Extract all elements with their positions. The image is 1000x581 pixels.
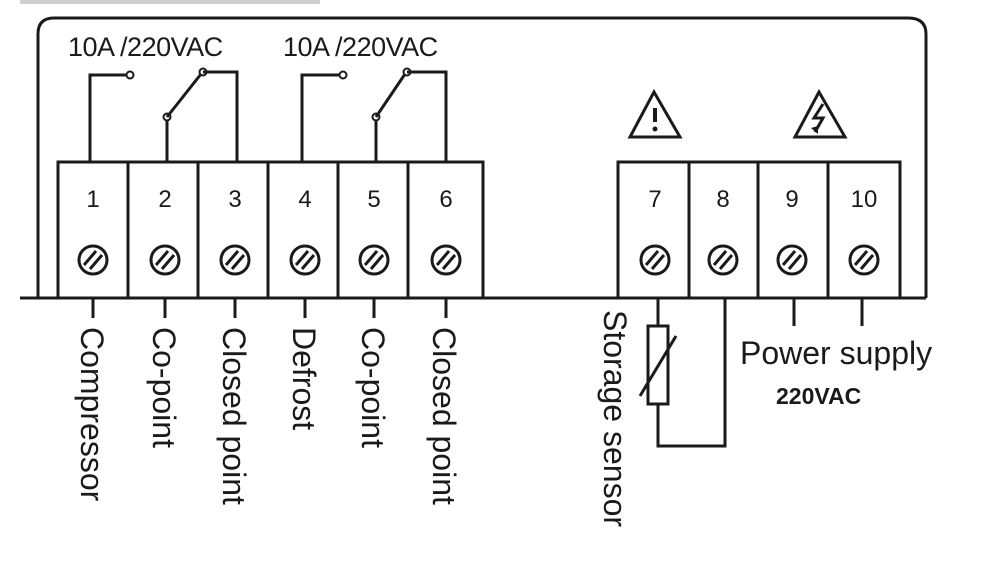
terminal-screw-5-icon — [358, 244, 390, 276]
terminal-number-10: 10 — [851, 186, 878, 213]
terminal-number-9: 9 — [785, 186, 798, 213]
terminal-number-6: 6 — [439, 186, 452, 213]
terminal-screw-8-icon — [707, 244, 739, 276]
terminal-number-4: 4 — [298, 186, 311, 213]
terminal-screw-1-icon — [77, 244, 109, 276]
label-compressor: Compressor — [74, 327, 110, 502]
label-power-supply: Power supply — [740, 335, 932, 371]
label-co-point-1: Co-point — [146, 327, 182, 448]
controller-housing — [36, 16, 928, 298]
terminal-screw-10-icon — [848, 244, 880, 276]
storage-sensor-thermistor — [638, 298, 727, 448]
relay-rating-1: 10A /220VAC — [68, 32, 223, 62]
terminal-screw-3-icon — [219, 244, 251, 276]
terminal-leads-left — [91, 298, 448, 318]
label-closed-point-1: Closed point — [216, 327, 252, 505]
cropped-header-fragment — [20, 0, 320, 4]
relay-1-wiring — [88, 67, 239, 162]
terminal-block-left — [20, 160, 485, 300]
terminal-screw-6-icon — [430, 244, 462, 276]
warning-triangle-icon — [627, 88, 683, 139]
terminal-number-3: 3 — [228, 186, 241, 213]
label-voltage: 220VAC — [776, 383, 861, 409]
terminal-screw-2-icon — [149, 244, 181, 276]
power-supply-leads — [792, 298, 864, 326]
terminal-screw-4-icon — [289, 244, 321, 276]
label-co-point-2: Co-point — [355, 327, 391, 448]
terminal-number-1: 1 — [86, 186, 99, 213]
terminal-screw-7-icon — [639, 244, 671, 276]
terminal-block-right — [483, 160, 926, 300]
terminal-number-8: 8 — [716, 186, 729, 213]
terminal-number-5: 5 — [367, 186, 380, 213]
terminal-number-7: 7 — [648, 186, 661, 213]
relay-rating-2: 10A /220VAC — [283, 32, 438, 62]
label-storage-sensor: Storage sensor — [597, 310, 633, 527]
terminal-screw-9-icon — [776, 244, 808, 276]
label-defrost: Defrost — [286, 327, 322, 430]
terminal-number-2: 2 — [158, 186, 171, 213]
label-closed-point-2: Closed point — [426, 327, 462, 505]
electric-hazard-icon — [792, 88, 848, 139]
relay-2-wiring — [300, 67, 448, 162]
